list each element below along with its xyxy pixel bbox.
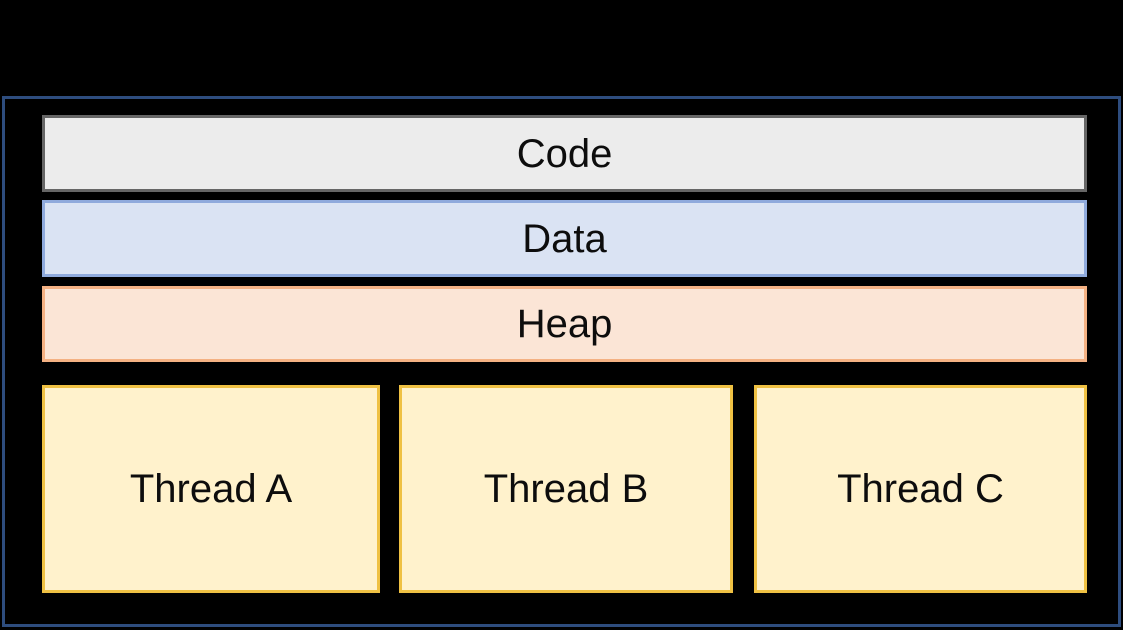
thread-box-a: Thread A bbox=[42, 385, 380, 593]
memory-segment-data-label: Data bbox=[522, 216, 607, 261]
memory-segment-data: Data bbox=[42, 200, 1087, 277]
memory-segment-heap-label: Heap bbox=[516, 302, 613, 346]
thread-box-c-label: Thread C bbox=[837, 467, 1004, 511]
thread-box-a-label: Thread A bbox=[129, 467, 293, 511]
thread-box-b: Thread B bbox=[399, 385, 733, 593]
memory-segment-code: Code bbox=[42, 115, 1087, 192]
memory-segment-heap: Heap bbox=[42, 286, 1087, 362]
process-box bbox=[2, 96, 1121, 627]
memory-segment-code-label: Code bbox=[516, 131, 613, 176]
thread-box-c: Thread C bbox=[754, 385, 1087, 593]
thread-box-b-label: Thread B bbox=[483, 467, 649, 511]
